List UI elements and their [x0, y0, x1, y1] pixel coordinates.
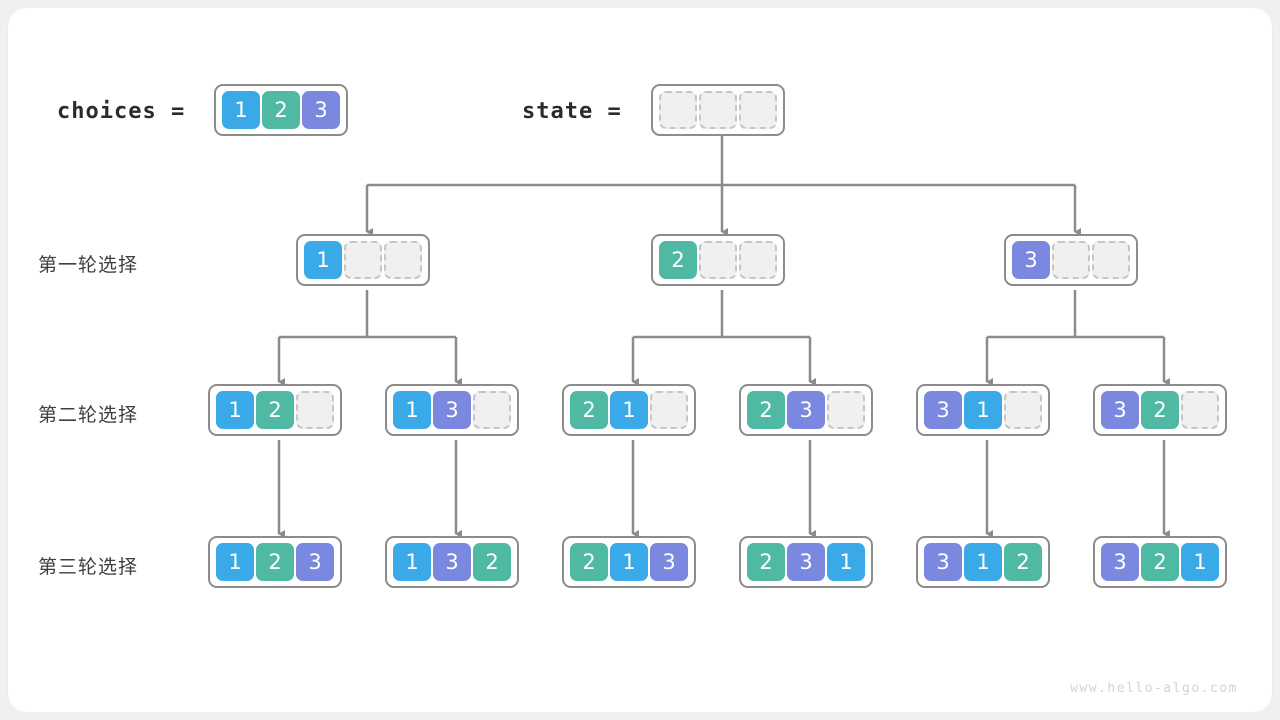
array-cell-empty — [699, 241, 737, 279]
array-cell-empty — [699, 91, 737, 129]
array-cell-empty — [650, 391, 688, 429]
array-cell-empty — [1052, 241, 1090, 279]
array-cell-filled: 1 — [393, 391, 431, 429]
row-label-round3: 第三轮选择 — [38, 556, 139, 578]
array-cell-filled: 2 — [262, 91, 300, 129]
array-cell-filled: 1 — [964, 391, 1002, 429]
array-cell-filled: 2 — [256, 543, 294, 581]
array-cell-filled: 1 — [1181, 543, 1219, 581]
array-cell-filled: 3 — [433, 391, 471, 429]
array-cell-filled: 3 — [650, 543, 688, 581]
array-cell-filled: 1 — [610, 391, 648, 429]
array-cell-empty — [296, 391, 334, 429]
array-cell-filled: 1 — [827, 543, 865, 581]
diagram-card — [8, 8, 1272, 712]
array-cell-filled: 1 — [216, 543, 254, 581]
array-cell-filled: 2 — [747, 543, 785, 581]
row-label-round1: 第一轮选择 — [38, 254, 139, 276]
array-cell-empty — [1004, 391, 1042, 429]
array-cell-filled: 3 — [924, 543, 962, 581]
state-array — [651, 84, 785, 136]
array-cell-filled: 3 — [302, 91, 340, 129]
array-cell-filled: 1 — [610, 543, 648, 581]
array-cell-empty — [739, 91, 777, 129]
array-cell-empty — [659, 91, 697, 129]
array-cell-empty — [473, 391, 511, 429]
array-cell-filled: 1 — [216, 391, 254, 429]
array-cell-empty — [1092, 241, 1130, 279]
array-cell-filled: 3 — [296, 543, 334, 581]
array-cell-filled: 2 — [256, 391, 294, 429]
array-cell-filled: 1 — [304, 241, 342, 279]
array-cell-filled: 3 — [1101, 543, 1139, 581]
round1-node-1: 1 — [296, 234, 430, 286]
array-cell-empty — [344, 241, 382, 279]
array-cell-filled: 2 — [473, 543, 511, 581]
array-cell-filled: 2 — [1141, 543, 1179, 581]
round1-node-3: 3 — [1004, 234, 1138, 286]
array-cell-filled: 3 — [1012, 241, 1050, 279]
array-cell-empty — [739, 241, 777, 279]
row-label-round2: 第二轮选择 — [38, 404, 139, 426]
array-cell-filled: 2 — [570, 543, 608, 581]
array-cell-filled: 2 — [747, 391, 785, 429]
array-cell-filled: 1 — [964, 543, 1002, 581]
array-cell-empty — [1181, 391, 1219, 429]
array-cell-filled: 2 — [659, 241, 697, 279]
watermark: www.hello-algo.com — [1070, 681, 1238, 696]
choices-label: choices = — [57, 99, 186, 124]
state-label: state = — [522, 99, 622, 124]
array-cell-filled: 3 — [433, 543, 471, 581]
array-cell-filled: 1 — [222, 91, 260, 129]
array-cell-filled: 3 — [787, 543, 825, 581]
array-cell-filled: 1 — [393, 543, 431, 581]
array-cell-empty — [384, 241, 422, 279]
array-cell-filled: 2 — [570, 391, 608, 429]
array-cell-filled: 3 — [787, 391, 825, 429]
array-cell-filled: 3 — [1101, 391, 1139, 429]
round1-node-2: 2 — [651, 234, 785, 286]
array-cell-filled: 2 — [1004, 543, 1042, 581]
array-cell-filled: 2 — [1141, 391, 1179, 429]
array-cell-empty — [827, 391, 865, 429]
array-cell-filled: 3 — [924, 391, 962, 429]
